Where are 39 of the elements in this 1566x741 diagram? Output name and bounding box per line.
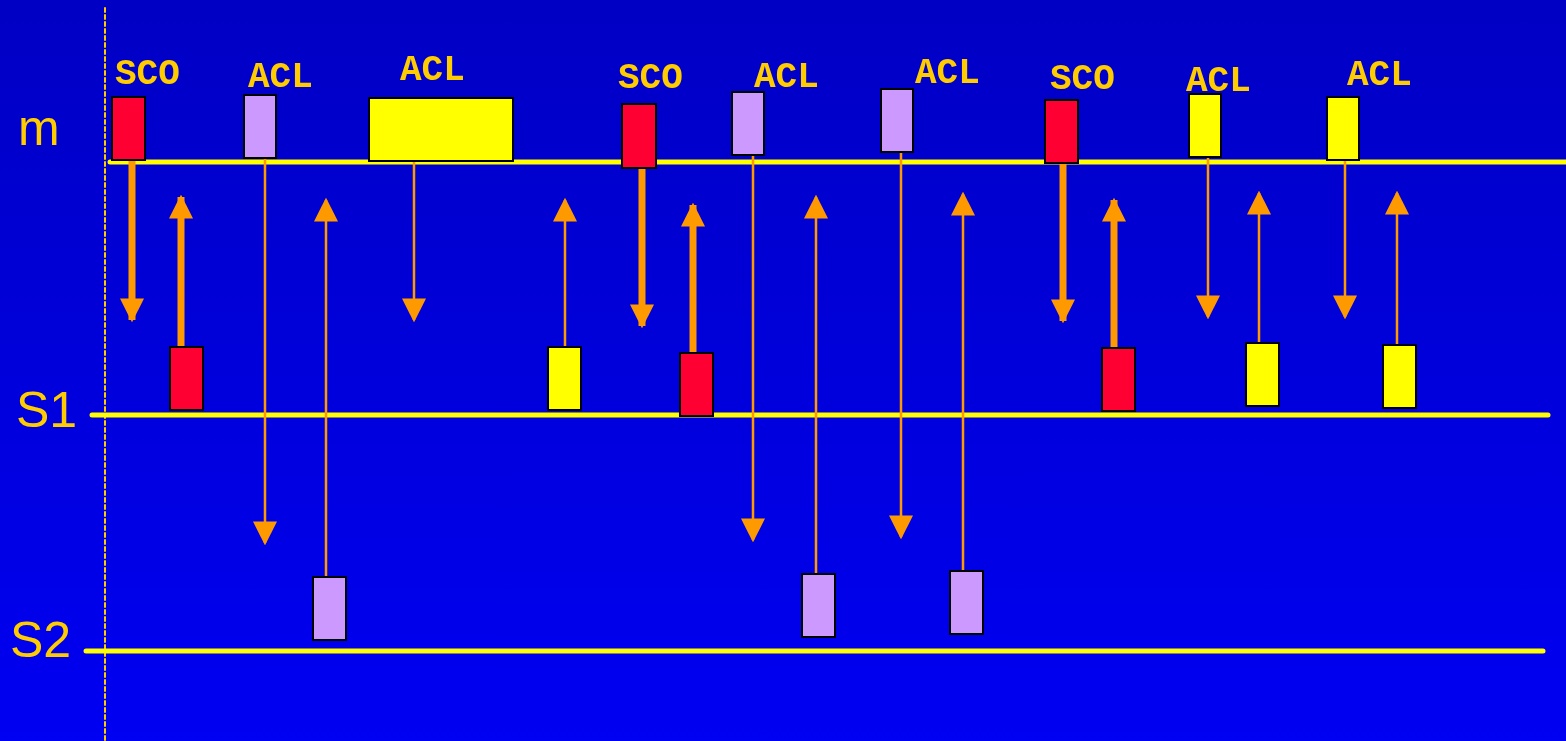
packet-label: ACL bbox=[1186, 64, 1251, 100]
arrow bbox=[553, 197, 577, 346]
packet-label: ACL bbox=[915, 56, 980, 92]
packet-block bbox=[1101, 347, 1136, 412]
packet-label: ACL bbox=[400, 53, 465, 89]
lane-label: S2 bbox=[10, 615, 72, 665]
arrow bbox=[630, 169, 654, 329]
packet-label: ACL bbox=[754, 60, 819, 96]
packet-block bbox=[949, 570, 984, 635]
arrow bbox=[804, 194, 828, 573]
packet-label: ACL bbox=[248, 60, 313, 96]
arrow bbox=[1102, 197, 1126, 347]
arrow bbox=[741, 156, 765, 543]
packet-block bbox=[547, 346, 582, 411]
packet-label: ACL bbox=[1347, 58, 1412, 94]
arrow bbox=[402, 162, 426, 323]
arrow bbox=[253, 159, 277, 546]
arrow bbox=[1247, 190, 1271, 342]
packet-label: SCO bbox=[618, 61, 683, 97]
arrow bbox=[1051, 164, 1075, 324]
packet-block bbox=[169, 346, 204, 411]
packet-block bbox=[1245, 342, 1280, 407]
packet-label: SCO bbox=[1050, 62, 1115, 98]
arrow bbox=[1333, 161, 1357, 320]
packet-block bbox=[801, 573, 836, 638]
arrow bbox=[681, 202, 705, 352]
arrow bbox=[169, 194, 193, 346]
lane-label: m bbox=[18, 103, 60, 153]
arrow bbox=[120, 161, 144, 323]
packet-label: SCO bbox=[115, 57, 180, 93]
lane-label: S1 bbox=[16, 385, 78, 435]
arrow bbox=[1196, 158, 1220, 320]
packet-block bbox=[1382, 344, 1417, 409]
packet-block bbox=[679, 352, 714, 417]
arrow bbox=[889, 153, 913, 540]
arrow bbox=[314, 197, 338, 576]
arrow bbox=[1385, 190, 1409, 344]
packet-block bbox=[312, 576, 347, 641]
arrow bbox=[951, 191, 975, 570]
